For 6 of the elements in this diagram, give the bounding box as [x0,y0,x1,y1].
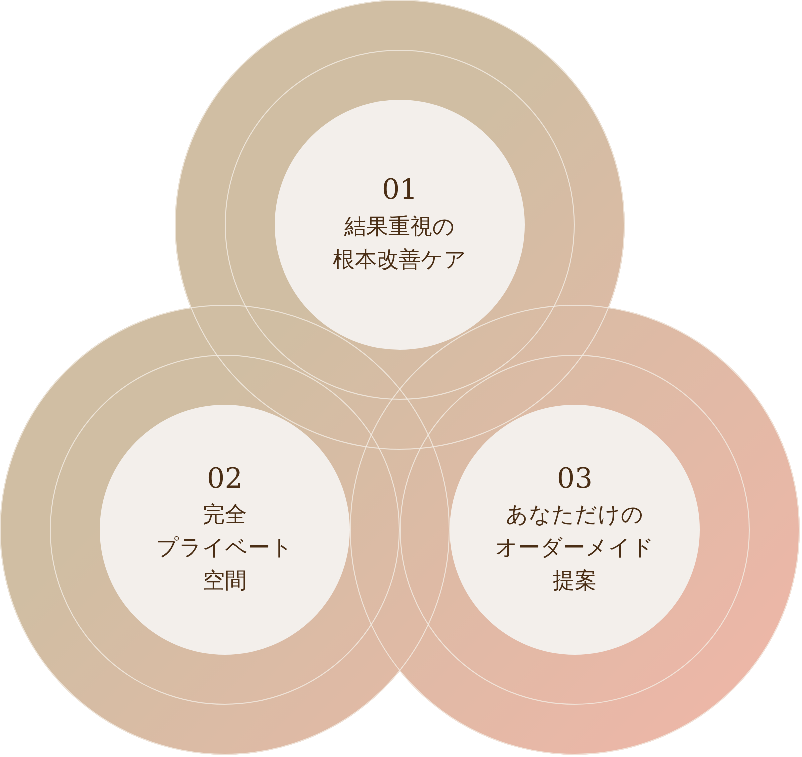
feature-text: あなただけのオーダーメイド提案 [496,502,654,596]
feature-text: 結果重視の根本改善ケア [333,214,467,275]
number-label: 01 [382,173,418,207]
feature-text: 完全プライベート空間 [156,502,294,596]
number-label: 02 [207,462,243,496]
number-label: 03 [557,462,593,496]
